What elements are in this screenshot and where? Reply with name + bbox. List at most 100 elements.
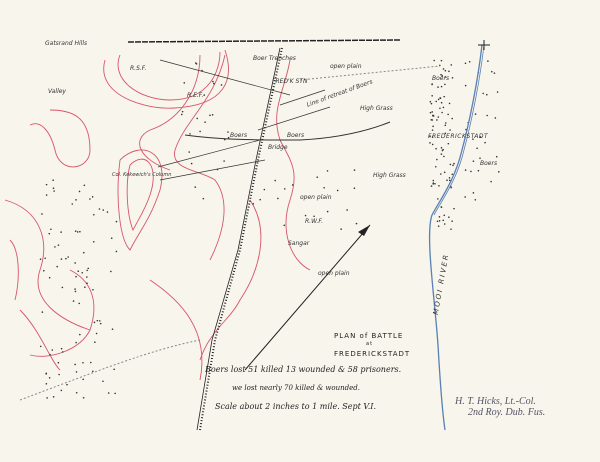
bush-dot bbox=[440, 73, 442, 76]
bush-dot bbox=[54, 246, 56, 248]
bush-dot bbox=[252, 203, 255, 205]
bush-dot bbox=[431, 143, 434, 146]
ridge-line bbox=[127, 39, 401, 43]
bush-dot bbox=[484, 141, 486, 144]
bush-dot bbox=[263, 188, 266, 191]
label-rsf: R.S.F. bbox=[130, 65, 147, 72]
bush-dot bbox=[60, 347, 63, 350]
bush-dot bbox=[326, 170, 329, 172]
bush-dot bbox=[92, 240, 95, 243]
bush-dot bbox=[449, 129, 451, 131]
bush-dot bbox=[190, 162, 193, 165]
bush-dot bbox=[442, 68, 445, 70]
bush-dot bbox=[437, 98, 440, 101]
bush-dot bbox=[493, 72, 496, 74]
bush-dot bbox=[431, 83, 433, 86]
label-column: Col. Kekewich's Column bbox=[112, 172, 172, 178]
bush-dot bbox=[313, 215, 315, 218]
attack-arrow bbox=[244, 224, 371, 371]
label-open-plain-2: open plain bbox=[300, 194, 332, 201]
bush-dot bbox=[346, 209, 348, 211]
bush-dot bbox=[60, 231, 62, 233]
bush-dot bbox=[482, 92, 484, 95]
bush-dot bbox=[431, 94, 433, 97]
bush-dot bbox=[277, 197, 279, 200]
bush-dot bbox=[75, 341, 77, 344]
bush-dot bbox=[115, 250, 118, 253]
bush-dot bbox=[45, 382, 48, 385]
bush-dot bbox=[444, 124, 447, 127]
bush-dot bbox=[75, 371, 78, 373]
bush-dot bbox=[451, 117, 454, 120]
bush-dot bbox=[83, 184, 86, 187]
bush-dot bbox=[444, 122, 447, 124]
bush-dot bbox=[440, 85, 443, 88]
bush-dot bbox=[439, 107, 441, 110]
bush-dot bbox=[496, 91, 499, 93]
bush-dot bbox=[183, 82, 186, 84]
bush-dot bbox=[316, 176, 319, 178]
bush-dot bbox=[79, 230, 81, 233]
bush-dot bbox=[74, 363, 76, 366]
bush-dot bbox=[61, 286, 64, 289]
bush-dot bbox=[274, 179, 276, 182]
bush-dot bbox=[436, 119, 438, 121]
bush-dot bbox=[440, 147, 443, 149]
bush-dot bbox=[444, 83, 446, 86]
bush-dot bbox=[429, 100, 432, 103]
bush-dot bbox=[74, 230, 77, 232]
bush-dot bbox=[437, 86, 439, 88]
bush-dot bbox=[283, 224, 286, 227]
bush-dot bbox=[110, 237, 113, 239]
bush-dot bbox=[60, 389, 63, 392]
bush-dot bbox=[438, 216, 441, 218]
bush-dot bbox=[51, 349, 54, 351]
title-line-3: FREDERICKSTADT bbox=[334, 350, 411, 358]
bush-dot bbox=[74, 288, 76, 290]
road bbox=[299, 65, 441, 81]
bush-dot bbox=[429, 142, 431, 144]
label-valley: Valley bbox=[48, 88, 66, 95]
bush-dot bbox=[52, 179, 54, 181]
bush-dot bbox=[203, 94, 206, 96]
bush-dot bbox=[434, 182, 436, 185]
bush-dot bbox=[432, 182, 435, 184]
bush-dot bbox=[447, 142, 450, 145]
bush-dot bbox=[498, 171, 500, 173]
bush-dot bbox=[446, 179, 448, 182]
signature-line-1: H. T. Hicks, Lt.-Col. bbox=[455, 396, 536, 407]
bush-dot bbox=[435, 100, 437, 103]
bush-dots bbox=[39, 59, 500, 399]
bush-dot bbox=[213, 82, 215, 85]
bush-dot bbox=[432, 114, 434, 117]
bush-dot bbox=[102, 209, 105, 211]
bush-dot bbox=[442, 219, 445, 222]
bush-dot bbox=[443, 223, 446, 225]
bush-dot bbox=[291, 184, 294, 186]
bush-dot bbox=[74, 290, 77, 293]
mooi-river bbox=[428, 44, 483, 431]
bush-dot bbox=[41, 213, 43, 215]
bush-dot bbox=[450, 64, 453, 66]
bush-dot bbox=[46, 397, 48, 399]
label-open-plain-3: open plain bbox=[318, 270, 350, 277]
bush-dot bbox=[194, 186, 197, 188]
railway-line bbox=[199, 47, 283, 431]
bush-dot bbox=[110, 270, 112, 273]
bush-dot bbox=[433, 59, 435, 62]
bush-dot bbox=[431, 111, 434, 113]
mooi-river-bank bbox=[433, 44, 485, 216]
bush-dot bbox=[453, 162, 455, 165]
label-boers-3: Boers bbox=[432, 75, 450, 82]
bush-dot bbox=[212, 80, 214, 83]
label-station: FRED'K STN bbox=[272, 78, 308, 85]
bush-dot bbox=[48, 276, 51, 279]
label-boers-4: Boers bbox=[480, 160, 498, 167]
bush-dot bbox=[440, 153, 443, 155]
label-boers-1: Boers bbox=[230, 132, 248, 139]
bush-dot bbox=[431, 136, 434, 138]
bush-dot bbox=[435, 147, 437, 150]
bush-dot bbox=[323, 186, 325, 189]
bush-dot bbox=[52, 396, 55, 398]
